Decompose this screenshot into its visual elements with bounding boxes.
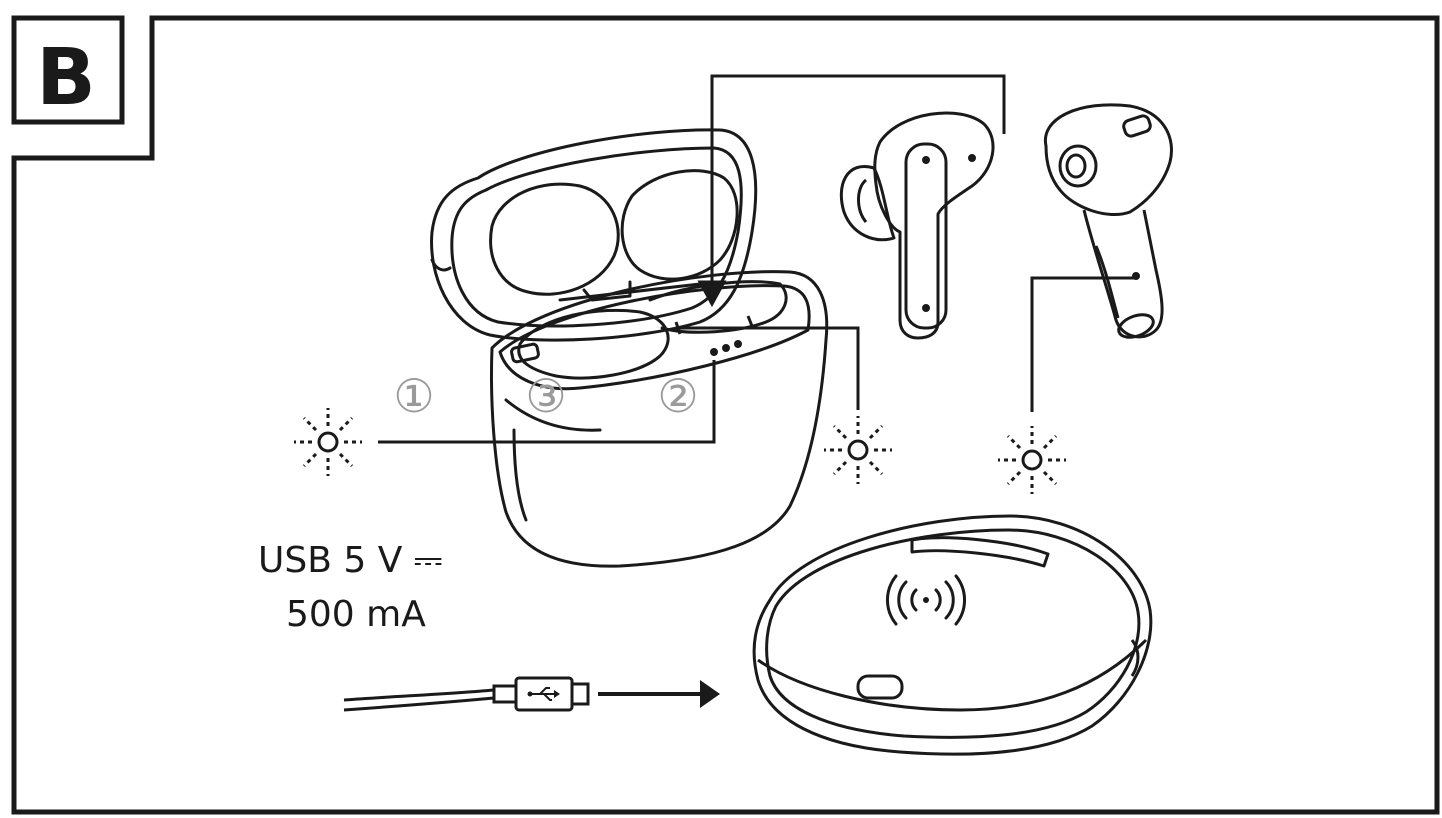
callout-1: ① [393,369,434,423]
section-label: B [36,33,95,123]
leader-lines [378,74,1136,444]
case-base [490,270,829,568]
closed-charging-case [752,514,1153,756]
callout-2: ② [657,369,698,423]
earbud-back [1043,103,1173,339]
led-indicator-icon [294,408,362,476]
arrow-down-icon [697,280,727,308]
arrow-right-icon [598,680,720,708]
usb-spec-line2: 500 mA [286,594,426,635]
diagram-frame [11,15,1440,815]
led-indicator-icon [998,426,1066,494]
usb-spec-line1: USB 5 V ⎓ [258,540,443,581]
earbud-front [839,111,995,340]
led-indicator-icon [824,416,892,484]
usb-cable [343,676,590,712]
wireless-charging-icon [886,574,966,626]
open-charging-case [430,128,829,568]
callouts: ① ③ ② [393,369,698,423]
callout-3: ③ [525,369,566,423]
case-lid [430,128,758,342]
usb-icon [527,687,560,701]
